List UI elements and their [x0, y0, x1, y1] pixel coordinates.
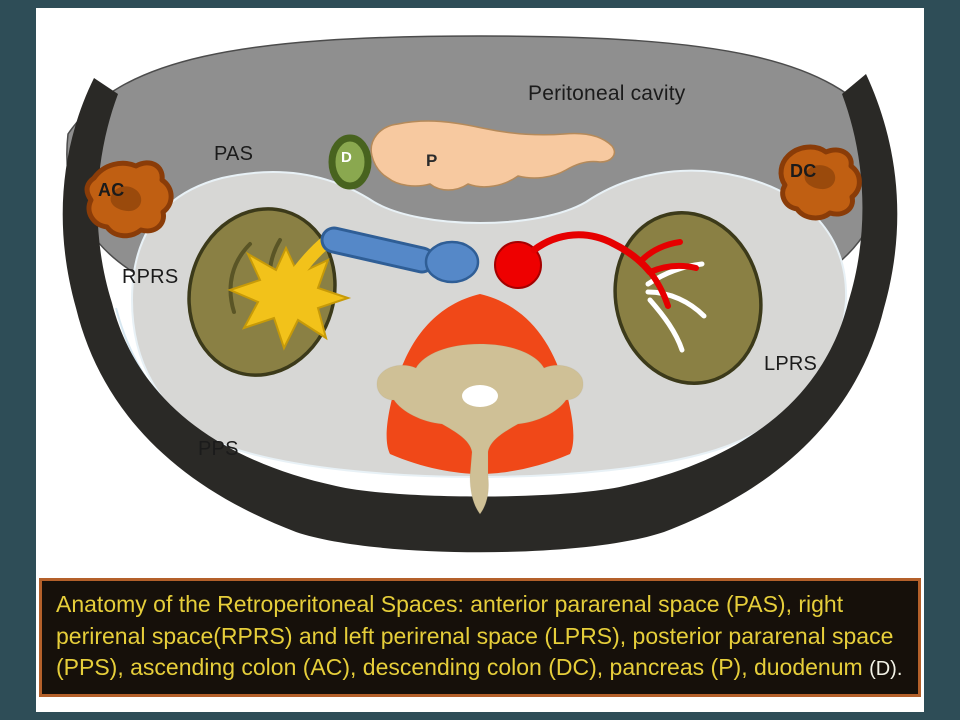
vertebra	[376, 343, 584, 515]
pancreas	[370, 120, 616, 191]
anatomy-diagram	[62, 35, 898, 553]
ascending-colon-blotch	[110, 186, 142, 212]
caption-suffix: (D).	[869, 658, 903, 681]
descending-colon-blotch	[804, 165, 836, 190]
inferior-vena-cava	[424, 240, 480, 284]
label-peritoneal-cavity: Peritoneal cavity	[528, 82, 686, 105]
renal-artery-branches	[639, 239, 699, 309]
label-pancreas: P	[426, 151, 438, 170]
renal-vein	[323, 229, 433, 271]
duodenum	[328, 134, 372, 190]
slide-canvas: Peritoneal cavity PAS AC D P DC RPRS LPR…	[36, 8, 924, 712]
label-ac: AC	[98, 180, 125, 200]
spinal-canal	[462, 385, 498, 407]
label-pps: PPS	[198, 438, 239, 460]
renal-pelvis-yellow	[227, 245, 352, 351]
label-lprs: LPRS	[764, 353, 818, 375]
aorta	[494, 241, 542, 289]
label-duodenum: D	[341, 149, 353, 166]
left-kidney-calyx-lines	[645, 261, 707, 353]
label-pas: PAS	[214, 143, 254, 165]
label-dc: DC	[790, 161, 817, 181]
caption-text: Anatomy of the Retroperitoneal Spaces: a…	[56, 591, 894, 681]
caption-box: Anatomy of the Retroperitoneal Spaces: a…	[39, 578, 921, 698]
label-rprs: RPRS	[122, 266, 179, 288]
